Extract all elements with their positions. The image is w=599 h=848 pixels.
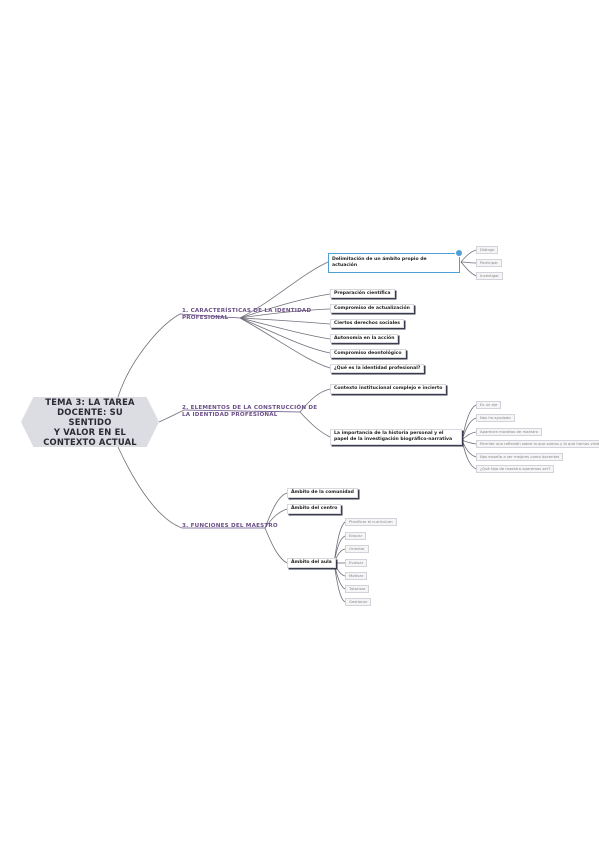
- leaf-tutorizar[interactable]: Tutorizar: [345, 585, 370, 593]
- topic-autonomia[interactable]: Autonomía en la acción: [330, 334, 399, 343]
- topic-contexto[interactable]: Contexto institucional complejo e incier…: [330, 384, 447, 394]
- topic-historia[interactable]: La importancia de la historia personal y…: [330, 429, 462, 445]
- leaf-planificar[interactable]: Planificar el curriculum: [345, 518, 397, 526]
- leaf-evaluar[interactable]: Evaluar: [345, 559, 368, 567]
- leaf-reflexion[interactable]: Permite una reflexión sobre lo que somos…: [476, 440, 599, 448]
- topic-delimitacion[interactable]: Delimitación de un ámbito propio de actu…: [328, 253, 460, 273]
- leaf-ayudado[interactable]: Nos ha ayudado: [476, 414, 515, 422]
- branch-caracteristicas[interactable]: 1. CARACTERÍSTICAS DE LA IDENTIDAD PROFE…: [182, 308, 312, 321]
- leaf-dialogo[interactable]: Diálogo: [476, 246, 499, 254]
- topic-preparacion[interactable]: Preparación científica: [330, 289, 395, 298]
- branch-funciones[interactable]: 3. FUNCIONES DEL MAESTRO: [182, 523, 278, 529]
- leaf-investigar[interactable]: Investigar: [476, 272, 503, 280]
- leaf-gestionar[interactable]: Gestionar: [345, 598, 372, 606]
- topic-ciertos[interactable]: Ciertos derechos sociales: [330, 319, 404, 328]
- leaf-eje[interactable]: Es un eje: [476, 401, 502, 409]
- topic-comunidad[interactable]: Ámbito de la comunidad: [287, 488, 358, 498]
- leaf-modelos[interactable]: Aparecen modelos de maestro: [476, 428, 543, 436]
- topic-que-es[interactable]: ¿Qué es la identidad profesional?: [330, 364, 425, 373]
- topic-aula[interactable]: Ámbito del aula: [287, 558, 336, 568]
- leaf-participar[interactable]: Participar: [476, 259, 502, 267]
- leaf-mejores[interactable]: Nos enseña a ser mejores como docentes: [476, 453, 564, 461]
- topic-deontologico[interactable]: Compromiso deontológico: [330, 349, 406, 358]
- branch-elementos[interactable]: 2. ELEMENTOS DE LA CONSTRUCCIÓN DE LA ID…: [182, 405, 318, 418]
- collapse-handle-icon[interactable]: [455, 249, 463, 257]
- leaf-que-tipo[interactable]: ¿Qué tipo de maestro queremos ser?: [476, 465, 555, 473]
- topic-compromiso[interactable]: Compromiso de actualización: [330, 304, 414, 313]
- leaf-orientar[interactable]: Orientar: [345, 545, 369, 553]
- leaf-educar[interactable]: Educar: [345, 532, 367, 540]
- leaf-motivar[interactable]: Motivar: [345, 572, 368, 580]
- central-topic[interactable]: TEMA 3: LA TAREA DOCENTE: SU SENTIDO Y V…: [21, 397, 159, 447]
- topic-centro[interactable]: Ámbito del centro: [287, 504, 342, 514]
